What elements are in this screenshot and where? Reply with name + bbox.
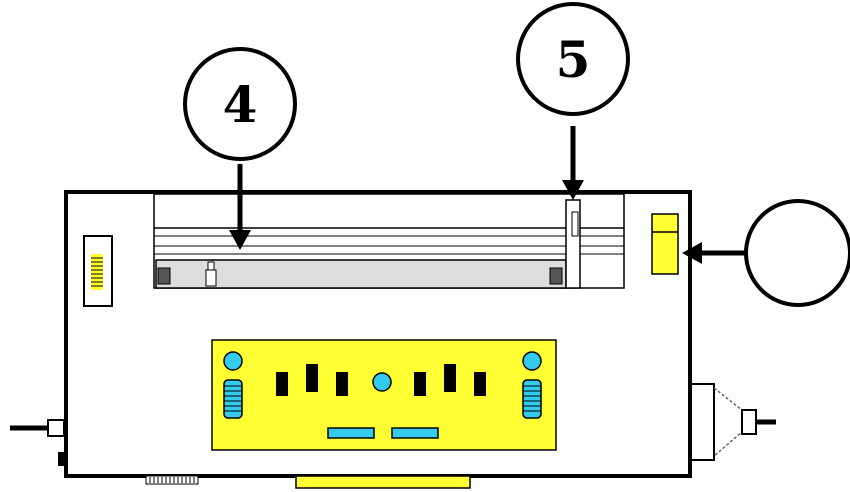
left-coil xyxy=(223,379,243,419)
right-blue-led xyxy=(522,351,542,371)
bottom-vent xyxy=(145,475,199,485)
bottom-tab xyxy=(295,475,471,489)
callout-5-label: 5 xyxy=(556,30,591,89)
arrow-head xyxy=(562,180,584,200)
center-blue-led xyxy=(372,372,392,392)
callout-4-label: 4 xyxy=(223,75,258,134)
chip xyxy=(276,372,288,396)
callout-4: 4 xyxy=(183,47,297,250)
chip xyxy=(414,372,426,396)
left-blue-led xyxy=(223,351,243,371)
chip xyxy=(336,372,348,396)
right-coil xyxy=(522,379,542,419)
callout-5: 5 xyxy=(516,2,630,200)
chip xyxy=(474,372,486,396)
paper-guide xyxy=(565,199,581,289)
callout-empty xyxy=(682,199,850,307)
arrow-head xyxy=(229,230,251,250)
left-roller xyxy=(157,267,171,285)
blue-bar xyxy=(391,427,439,439)
right-cable-connector xyxy=(689,383,776,461)
carriage-assembly xyxy=(153,193,625,289)
platen-rail xyxy=(155,259,567,289)
right-yellow-component xyxy=(651,213,679,275)
left-cable xyxy=(10,419,66,466)
chip xyxy=(444,364,456,392)
arrow-head xyxy=(682,242,702,264)
rail-tab xyxy=(205,269,217,287)
chip xyxy=(306,364,318,392)
circuit-board xyxy=(211,339,557,451)
blue-bar xyxy=(327,427,375,439)
left-side-slot xyxy=(83,235,113,307)
right-roller xyxy=(549,267,563,285)
